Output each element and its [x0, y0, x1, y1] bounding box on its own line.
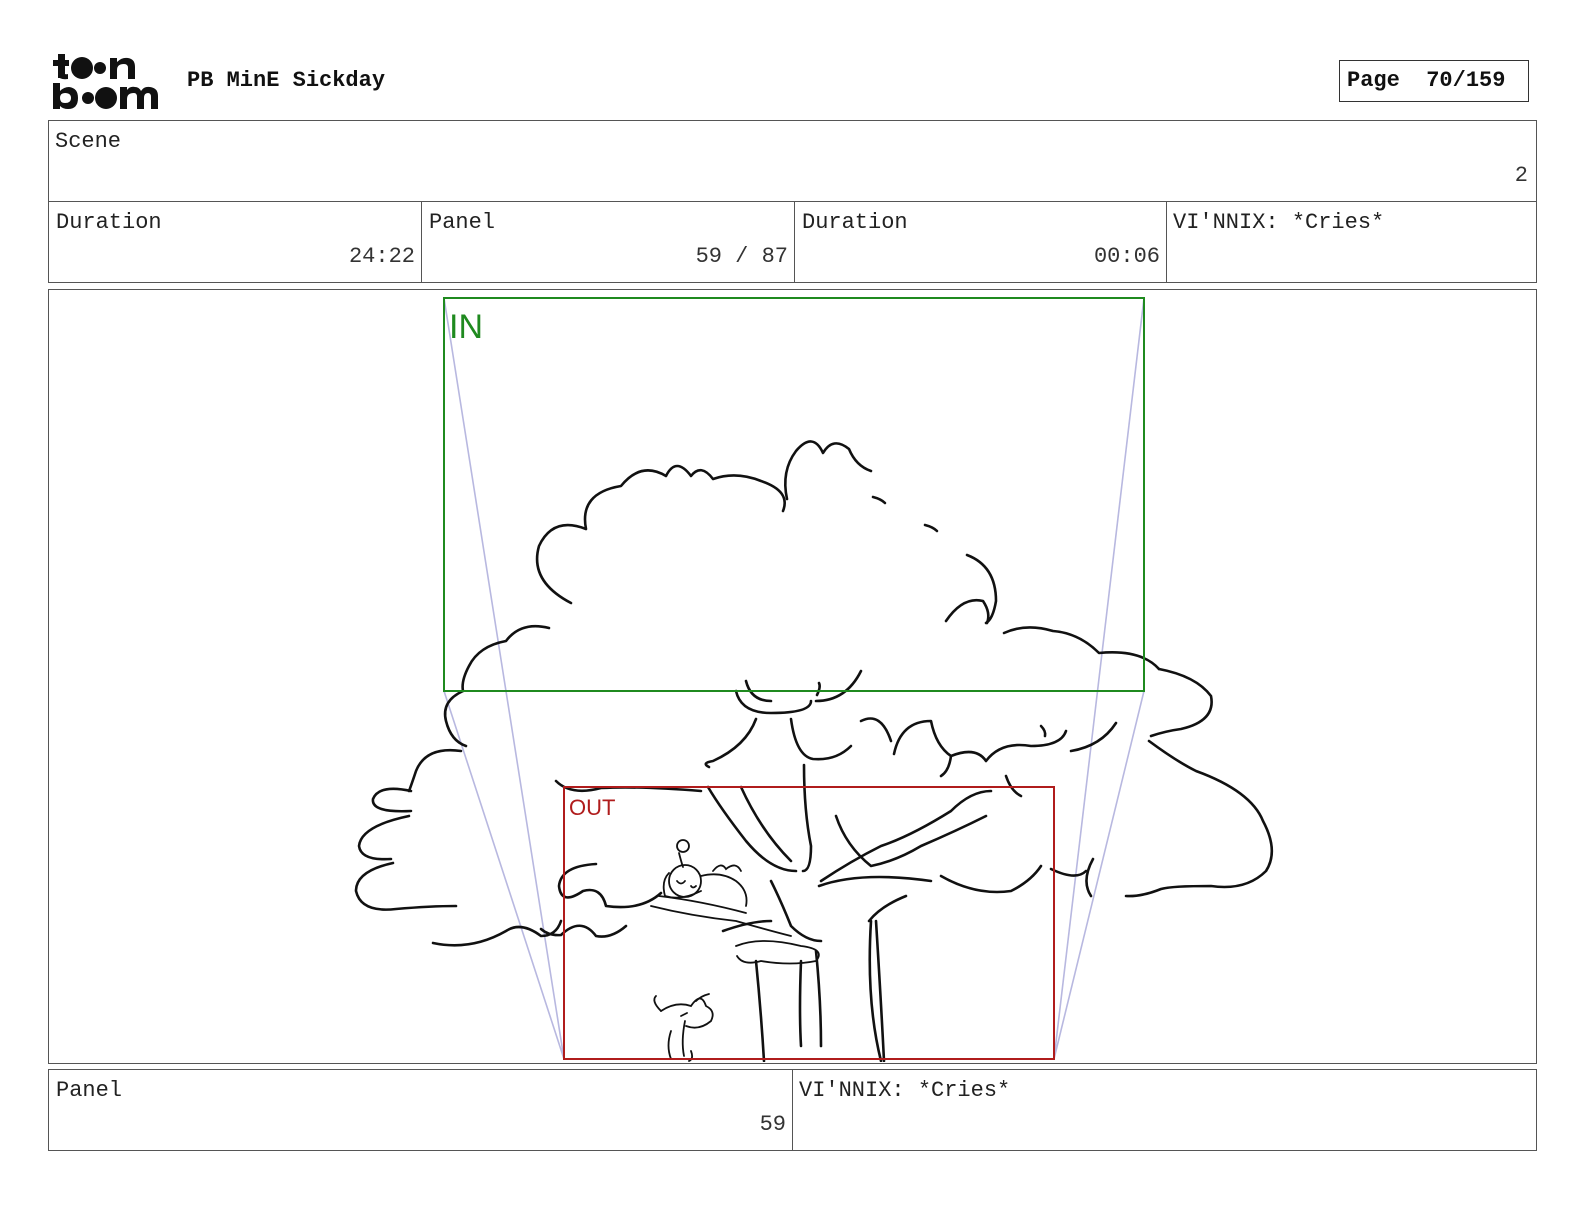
scene-label: Scene [55, 129, 122, 154]
total-duration-value: 24:22 [348, 244, 415, 269]
storyboard-sketch [354, 297, 1274, 1062]
panel-number-cell: Panel 59 / 87 [422, 202, 795, 282]
panel-info-row: Duration 24:22 Panel 59 / 87 Duration 00… [48, 201, 1537, 283]
scene-value: 2 [1514, 163, 1528, 188]
footer-panel-value: 59 [759, 1112, 786, 1137]
camera-out-label: OUT [569, 795, 616, 820]
scene-field: Scene 2 [48, 120, 1537, 202]
page-number: 70/159 [1426, 68, 1506, 93]
storyboard-panel-frame: IN OUT [48, 289, 1537, 1064]
tree-sketch [354, 440, 1274, 1062]
dog-creature-sketch [653, 993, 714, 1062]
toon-boom-logo [50, 50, 166, 112]
panel-duration-label: Duration [802, 210, 908, 235]
footer-dialogue-text: VI'NNIX: *Cries* [799, 1078, 1011, 1103]
vinnix-character-sketch [650, 839, 820, 965]
page-indicator: Page 70/159 [1339, 60, 1529, 102]
panel-label: Panel [429, 210, 496, 235]
camera-out-frame [563, 786, 1055, 1060]
footer-panel-label: Panel [56, 1078, 123, 1103]
camera-in-frame [443, 297, 1145, 692]
panel-footer-row: Panel 59 VI'NNIX: *Cries* [48, 1069, 1537, 1151]
panel-duration-cell: Duration 00:06 [795, 202, 1167, 282]
panel-number-value: 59 / 87 [695, 244, 788, 269]
footer-dialogue-cell: VI'NNIX: *Cries* [793, 1070, 1536, 1150]
panel-duration-value: 00:06 [1093, 244, 1160, 269]
total-duration-cell: Duration 24:22 [49, 202, 422, 282]
camera-in-label: IN [449, 308, 483, 346]
project-title: PB MinE Sickday [187, 68, 386, 93]
dialogue-text: VI'NNIX: *Cries* [1173, 210, 1385, 235]
footer-panel-cell: Panel 59 [49, 1070, 793, 1150]
page-label: Page [1347, 68, 1400, 93]
dialogue-cell: VI'NNIX: *Cries* [1167, 202, 1536, 282]
total-duration-label: Duration [56, 210, 162, 235]
